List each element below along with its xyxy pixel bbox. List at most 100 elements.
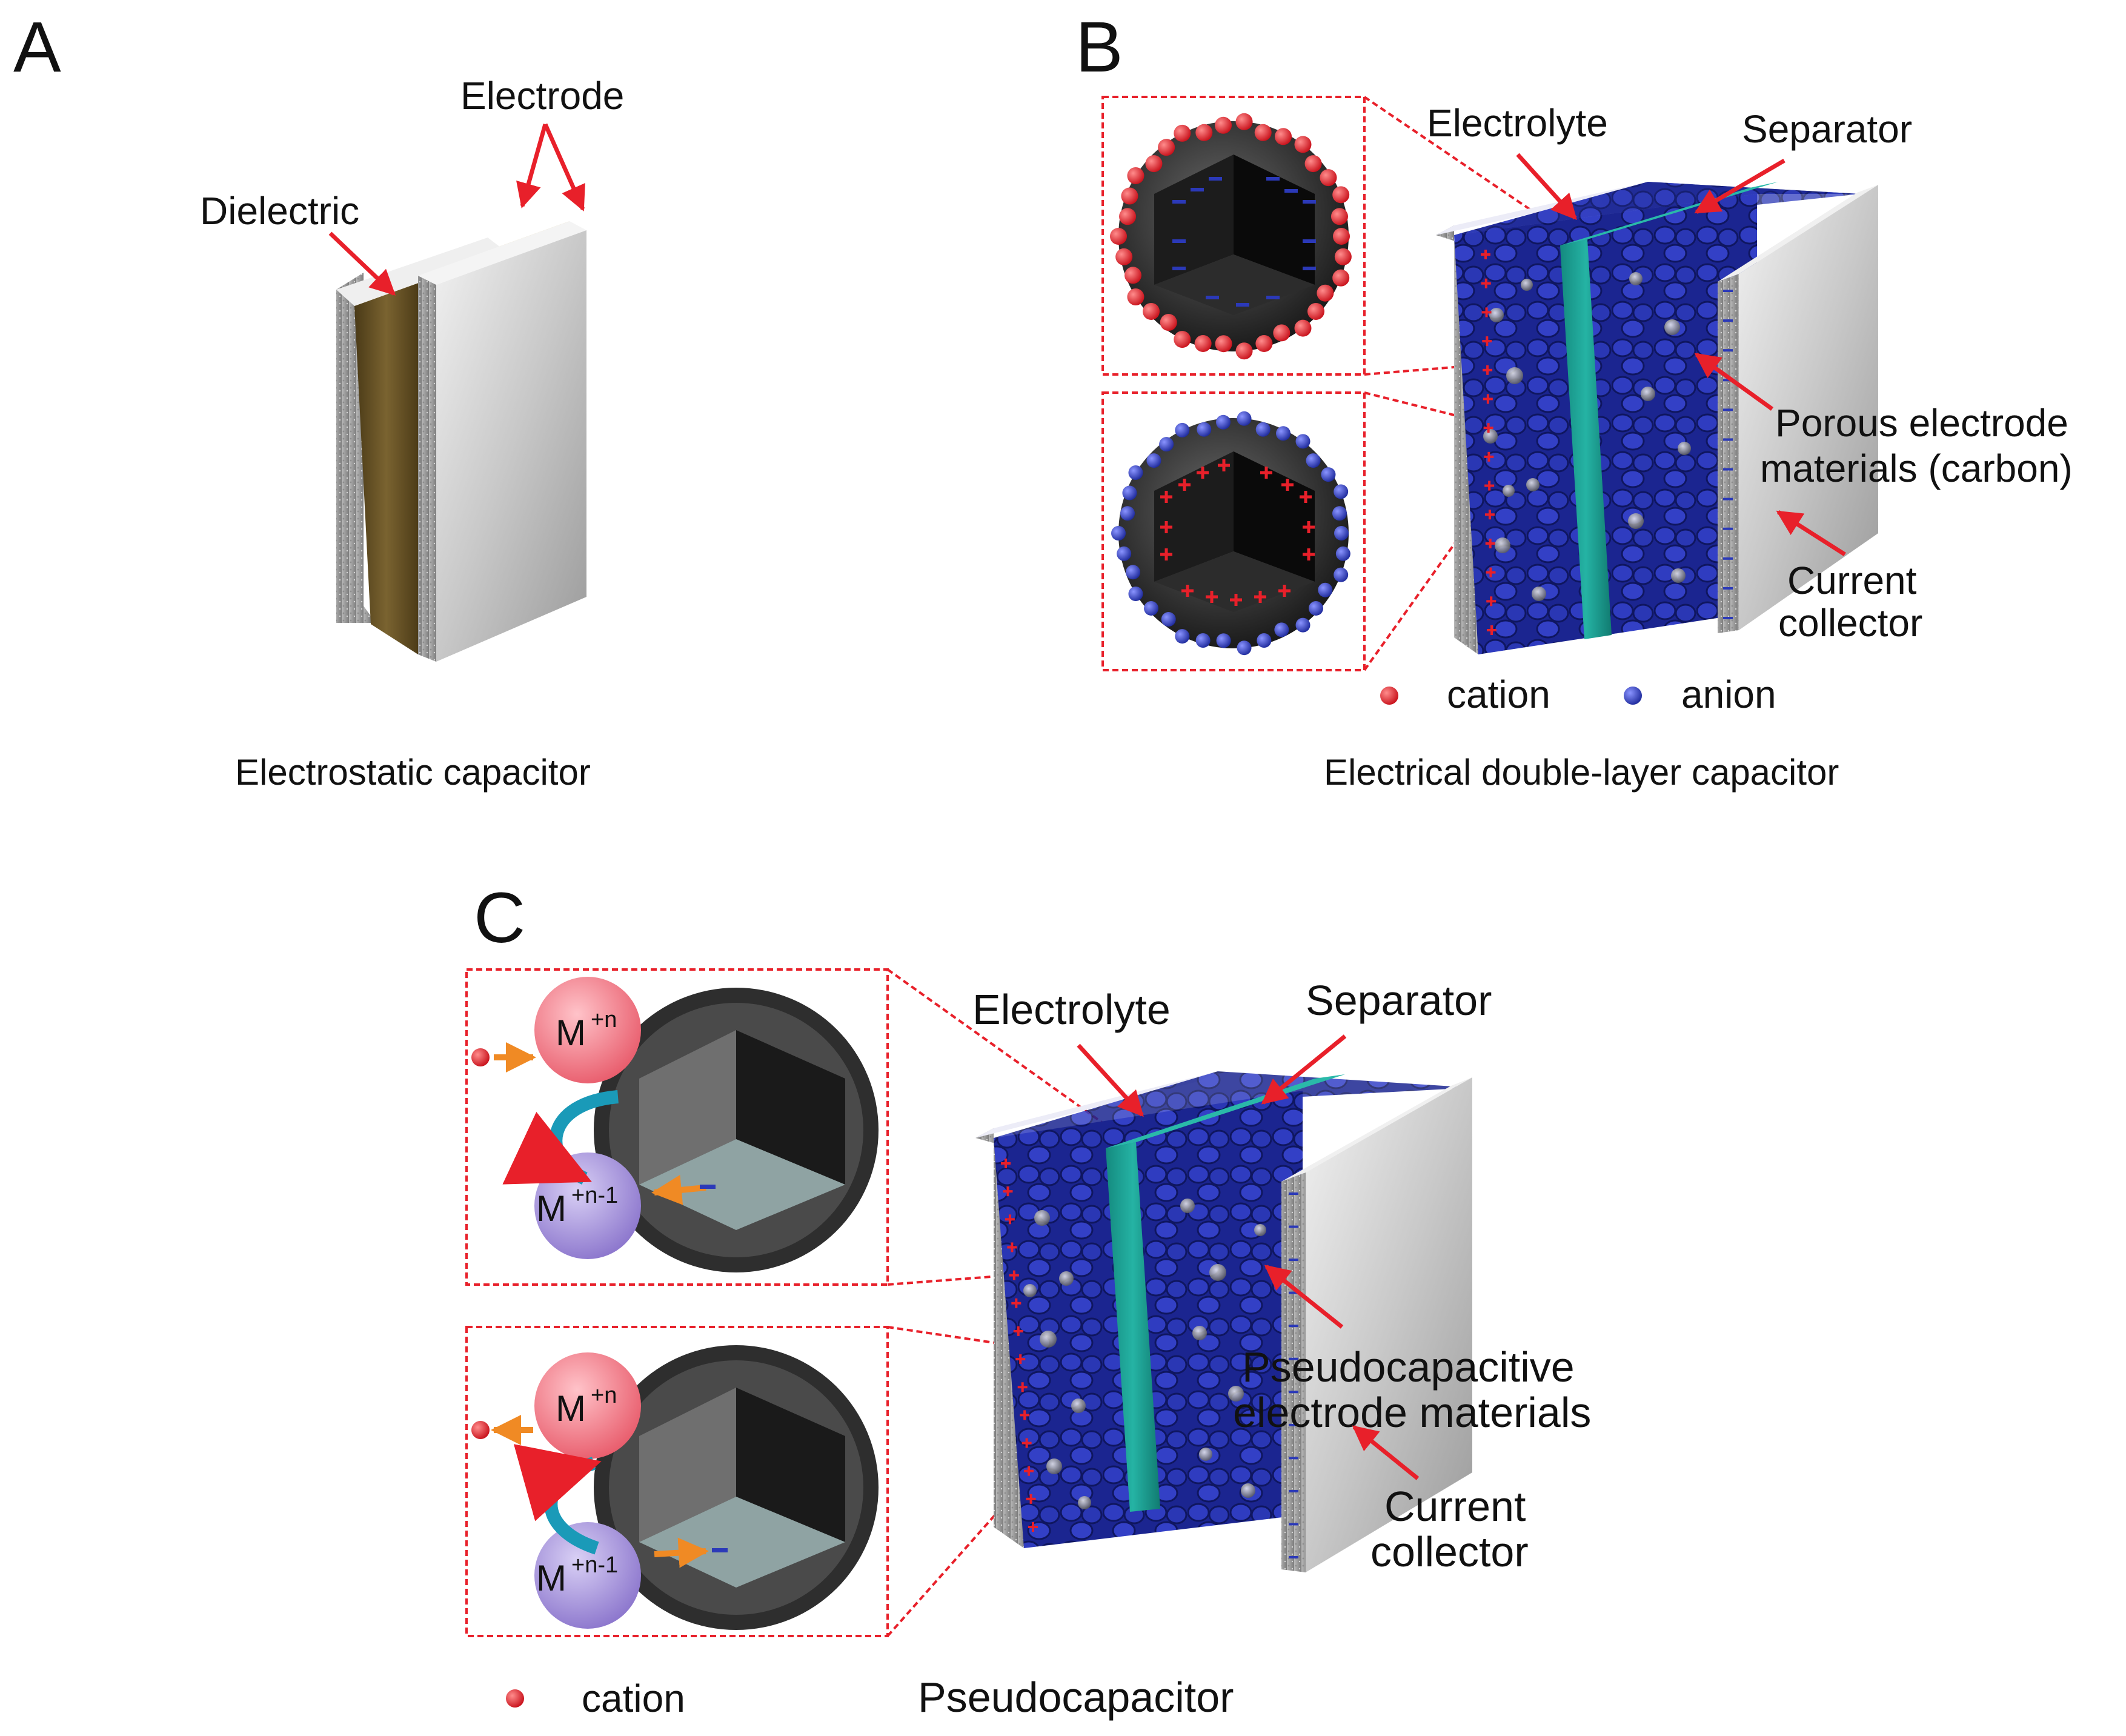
pseudo-material-label-2: electrode materials	[1233, 1389, 1591, 1436]
carbon-sphere	[1671, 568, 1686, 583]
ion-m-n1-top-sup: +n-1	[571, 1183, 618, 1208]
anion-sphere	[1274, 622, 1289, 637]
pseudo-material-label-1: Pseudocapacitive	[1242, 1343, 1575, 1391]
anion-dash	[1206, 296, 1219, 299]
cation-sphere	[1254, 124, 1272, 141]
plus-mark	[1017, 1326, 1020, 1336]
cation-plus	[1307, 548, 1310, 560]
cation-sphere	[1127, 167, 1144, 184]
anion-sphere	[1332, 506, 1347, 521]
minus-top	[700, 1185, 716, 1189]
minus-mark	[1289, 1291, 1298, 1294]
cation-plus	[1164, 491, 1168, 503]
minus-mark	[1723, 527, 1733, 530]
cation-dot-bottom	[471, 1421, 490, 1439]
carbon-sphere	[1495, 537, 1510, 553]
anion-sphere	[1195, 633, 1211, 648]
anion-dash	[1172, 239, 1186, 243]
cation-plus	[1234, 594, 1238, 606]
edlc-electrode-face	[1454, 194, 1757, 654]
ion-m-n-bottom	[534, 1352, 641, 1459]
electrode-label: Electrode	[460, 74, 624, 118]
anion-dash	[1266, 177, 1280, 181]
edlc-right-collector-top	[1718, 185, 1878, 282]
ion-m-n-top-sup: +n	[591, 1007, 617, 1033]
pseudo-legend-cation-dot	[506, 1689, 524, 1708]
ion-m-n-top-text: M	[556, 1013, 586, 1053]
legend-cation-dot	[1380, 687, 1398, 705]
plus-mark	[1487, 451, 1490, 462]
panel-b: B	[1075, 7, 2073, 793]
anion-sphere	[1306, 453, 1321, 468]
pseudo-current-arrow	[1352, 1425, 1420, 1480]
anion-sphere	[1146, 453, 1161, 468]
carbon-sphere	[1192, 1326, 1207, 1340]
minus-mark	[1723, 617, 1733, 619]
minus-mark	[1289, 1423, 1298, 1426]
anion-sphere	[1255, 422, 1271, 437]
plus-mark	[1484, 278, 1487, 288]
carbon-sphere	[1199, 1448, 1212, 1461]
cation-plus	[1222, 459, 1226, 471]
anion-sphere	[1175, 422, 1190, 437]
pseudo-electrolyte-label: Electrolyte	[972, 986, 1171, 1033]
cation-sphere	[1332, 186, 1350, 204]
cation-ring	[1110, 113, 1352, 360]
pseudo-redox-top: M +n M +n-1	[471, 977, 879, 1272]
minus-mark	[1723, 349, 1733, 352]
minus-mark	[1723, 438, 1733, 441]
minus-mark	[1289, 1523, 1298, 1526]
plus-mark	[1011, 1242, 1014, 1252]
plus-mark	[1019, 1354, 1022, 1365]
anion-dash	[1303, 267, 1316, 270]
porous-particle-cation	[1110, 113, 1352, 360]
pseudo-right-minus-marks	[1289, 1192, 1298, 1558]
cation-sphere	[1294, 136, 1312, 153]
plus-mark	[1006, 1186, 1009, 1197]
minus-mark	[1723, 587, 1733, 590]
ion-m-n-bottom-text: M	[556, 1388, 586, 1429]
cation-sphere	[1145, 155, 1163, 173]
carbon-sphere	[1046, 1458, 1062, 1474]
cation-sphere	[1334, 248, 1352, 265]
cation-sphere	[1304, 155, 1322, 173]
plus-mark	[1021, 1382, 1024, 1392]
anion-sphere	[1128, 465, 1143, 480]
cation-plus	[1164, 548, 1168, 560]
edlc-separator	[1560, 239, 1612, 639]
carbon-sphere	[1521, 279, 1533, 291]
carbon-sphere	[1034, 1210, 1050, 1226]
pseudo-material-arrow	[1264, 1265, 1344, 1329]
cation-sphere	[1317, 284, 1334, 302]
anion-sphere	[1117, 546, 1132, 561]
panel-b-caption: Electrical double-layer capacitor	[1324, 752, 1839, 793]
cation-sphere	[1174, 124, 1191, 142]
anion-sphere	[1237, 411, 1252, 426]
front-electrode-face	[436, 230, 586, 662]
carbon-sphere	[1180, 1199, 1195, 1213]
electrode-arrow-2	[543, 123, 585, 211]
panel-c-caption: Pseudocapacitor	[918, 1674, 1234, 1721]
cation-sphere	[1127, 288, 1144, 306]
plus-mark	[1488, 510, 1491, 520]
anion-sphere	[1128, 587, 1143, 602]
anion-sphere	[1161, 612, 1176, 627]
panel-a-letter: A	[13, 7, 61, 87]
cation-sphere	[1160, 314, 1177, 331]
edlc-current-arrow	[1776, 510, 1846, 556]
plus-mark	[1486, 365, 1489, 375]
anion-sphere	[1321, 467, 1336, 482]
anion-sphere	[1257, 633, 1272, 648]
anion-sphere	[1175, 629, 1190, 644]
ion-m-n1-bottom	[534, 1522, 641, 1629]
redox-arrow-top	[502, 1090, 619, 1185]
ion-m-n1-bottom-text: M	[536, 1558, 566, 1598]
cation-plus	[1283, 585, 1286, 597]
plus-mark	[1484, 250, 1487, 259]
carbon-sphere	[1526, 478, 1540, 491]
electrode-arrow-1	[516, 124, 548, 209]
carbon-sphere	[1532, 587, 1546, 601]
pseudo-separator	[1106, 1142, 1160, 1512]
minus-mark	[1723, 319, 1733, 322]
